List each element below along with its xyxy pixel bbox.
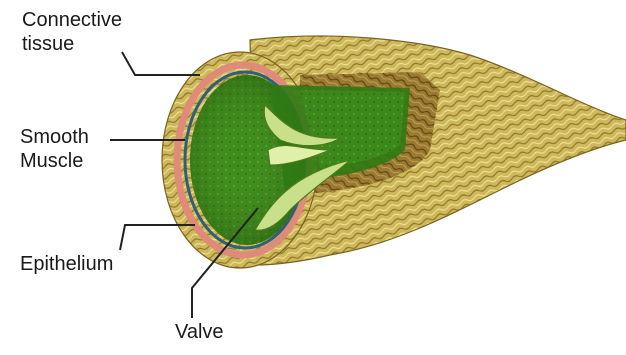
label-valve: Valve [175,320,224,344]
label-epithelium: Epithelium [20,252,113,276]
label-connective-tissue: Connective tissue [22,8,122,56]
label-connective-line2: tissue [22,32,122,56]
leader-connective [122,52,200,75]
label-smooth-line1: Smooth [20,125,89,149]
label-connective-line1: Connective [22,8,122,32]
label-smooth-muscle: Smooth Muscle [20,125,89,173]
label-smooth-line2: Muscle [20,149,89,173]
